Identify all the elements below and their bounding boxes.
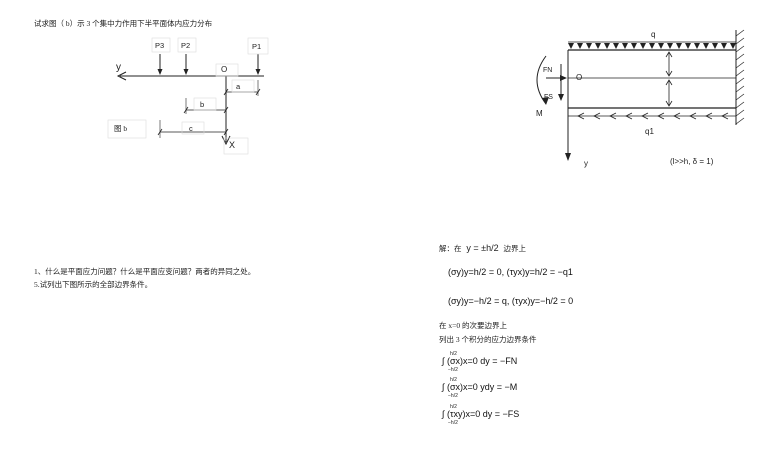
beam-label-m: M — [536, 109, 543, 118]
label-a: a — [236, 82, 241, 91]
solution-intro-prefix: 解：在 — [439, 244, 462, 253]
wall-hatching — [735, 29, 745, 125]
equation-2: (σy)y=−h/2 = q, (τyx)y=−h/2 = 0 — [448, 296, 574, 306]
label-p1: P1 — [252, 42, 262, 51]
beam-label-q1: q1 — [645, 127, 654, 136]
solution-intro-eq: y = ±h/2 — [466, 243, 499, 253]
integral-3: ∫ (τxy)x=0 dy = −FS — [442, 409, 520, 419]
problem-title: 试求图（ b）示 3 个集中力作用下半平面体内应力分布 — [34, 19, 213, 28]
label-o: O — [221, 65, 228, 74]
label-y: y — [116, 62, 121, 73]
height-dimension — [665, 51, 673, 107]
y-axis-arrow — [116, 71, 127, 81]
int2-lower-limit: −h/2 — [448, 393, 458, 399]
beam-label-o: O — [576, 73, 583, 82]
beam-label-fn: FN — [543, 67, 553, 74]
beam-label-y: y — [584, 159, 588, 168]
integral-1: ∫ (σx)x=0 dy = −FN — [442, 356, 518, 366]
load-q1-arrows — [577, 112, 729, 120]
solution-intro: 解：在 y = ±h/2 边界上 — [439, 244, 526, 253]
solution-intro-suffix: 边界上 — [503, 244, 526, 253]
load-q-arrows — [568, 43, 736, 49]
int1-upper-limit: h/2 — [450, 351, 457, 357]
beam-label-fs: FS — [544, 94, 553, 101]
integral-2: ∫ (σx)x=0 ydy = −M — [442, 382, 518, 392]
int2-upper-limit: h/2 — [450, 377, 457, 383]
beam-label-q: q — [651, 30, 656, 39]
solution-line-4: 列出 3 个积分的应力边界条件 — [439, 335, 537, 344]
x-axis-arrow — [221, 135, 231, 146]
int1-lower-limit: −h/2 — [448, 367, 458, 373]
beam-condition: (l>>h, δ = 1) — [670, 157, 714, 166]
label-x: X — [229, 140, 236, 150]
label-b: b — [200, 100, 205, 109]
label-p3: P3 — [155, 41, 165, 50]
label-p2: P2 — [181, 41, 191, 50]
equation-1: (σy)y=h/2 = 0, (τyx)y=h/2 = −q1 — [448, 267, 573, 277]
solution-line-3: 在 x=0 的次要边界上 — [439, 321, 507, 330]
beam-y-axis-arrow — [565, 153, 571, 161]
question-5: 5.试列出下图所示的全部边界条件。 — [34, 280, 153, 289]
int3-lower-limit: −h/2 — [448, 420, 458, 426]
figure-b-caption: 图 b — [114, 124, 128, 133]
question-1: 1、什么是平面应力问题？什么是平面应变问题？两者的异同之处。 — [34, 267, 256, 276]
label-c: c — [189, 124, 193, 133]
int3-upper-limit: h/2 — [450, 404, 457, 410]
